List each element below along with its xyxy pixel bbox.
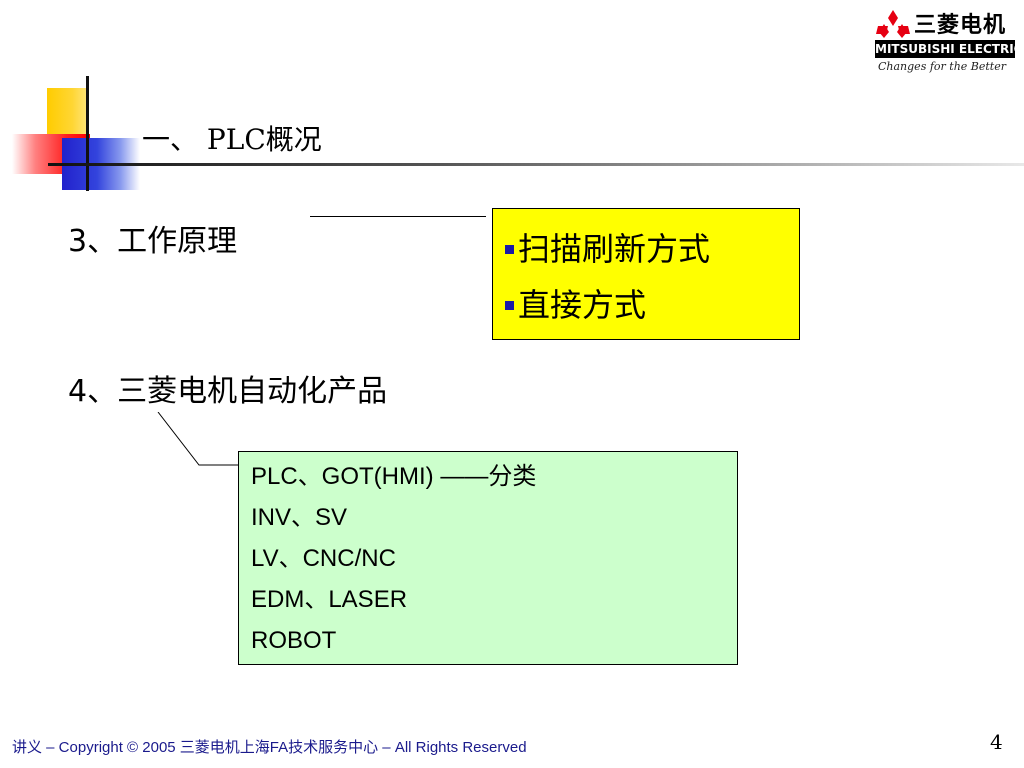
- list-item: INV、SV: [251, 504, 348, 531]
- section4-connector-line: [157, 412, 241, 466]
- page-title: 一、 PLC概况: [142, 123, 322, 156]
- header-horizontal-line: [48, 163, 1024, 166]
- section3-connector-line: [310, 216, 486, 217]
- working-principle-box: 扫描刷新方式 直接方式: [492, 208, 800, 340]
- three-diamonds-icon: [876, 10, 910, 38]
- products-box: PLC、GOT(HMI) ——分类 INV、SV LV、CNC/NC EDM、L…: [238, 451, 738, 665]
- logo-chinese-name: 三菱电机: [914, 13, 1007, 38]
- section3-heading: 3、工作原理: [68, 224, 238, 259]
- list-item: 扫描刷新方式: [505, 221, 799, 277]
- list-item-label: 扫描刷新方式: [518, 230, 711, 268]
- square-bullet-icon: [505, 244, 514, 254]
- list-item: ROBOT: [251, 627, 337, 654]
- list-item: 直接方式: [505, 277, 799, 333]
- logo-english-name: MITSUBISHI ELECTRIC: [875, 40, 1015, 58]
- section4-heading: 4、三菱电机自动化产品: [68, 374, 388, 409]
- list-item: PLC、GOT(HMI) ——分类: [251, 463, 537, 490]
- list-item: LV、CNC/NC: [251, 545, 396, 572]
- logo-tagline: Changes for the Better: [878, 60, 1006, 73]
- square-bullet-icon: [505, 300, 514, 310]
- list-item: EDM、LASER: [251, 586, 408, 613]
- mitsubishi-logo: 三菱电机 MITSUBISHI ELECTRIC Changes for the…: [870, 4, 1020, 76]
- footer-copyright: 讲义 – Copyright © 2005 三菱电机上海FA技术服务中心 – A…: [12, 739, 527, 756]
- page-number: 4: [990, 730, 1003, 754]
- list-item-label: 直接方式: [518, 286, 647, 324]
- header-vertical-line: [86, 76, 89, 191]
- header-decoration-yellow: [47, 88, 89, 134]
